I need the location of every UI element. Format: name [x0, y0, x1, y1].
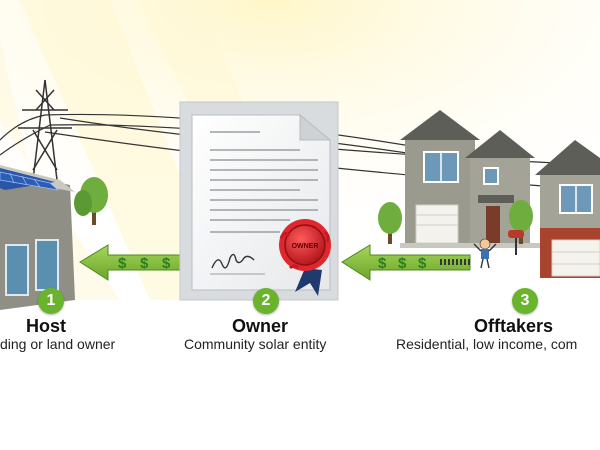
host-building — [0, 165, 75, 310]
step-subtitle-offtakers-wrapper: Residential, low income, com — [396, 336, 600, 356]
dollar-symbol: $ — [398, 255, 407, 272]
step-number-badge: 1 — [38, 288, 64, 314]
dollar-symbol: $ — [418, 255, 427, 272]
tree-icon — [378, 202, 402, 244]
tree-icon — [74, 177, 108, 225]
house-icon — [400, 110, 540, 248]
house-icon — [535, 140, 600, 278]
seal-label: OWNER — [292, 243, 319, 250]
seal-icon: OWNER — [279, 219, 331, 296]
mailbox-icon — [508, 230, 524, 255]
dollar-symbol: $ — [140, 255, 149, 272]
payment-arrow-to-owner: $ $ $ — [341, 244, 471, 281]
step-title-owner: Owner — [232, 316, 289, 336]
step-number-badge: 2 — [253, 288, 279, 314]
step-subtitle-host-wrapper: ding or land owner — [0, 336, 172, 356]
dollar-symbol: $ — [118, 255, 127, 272]
step-subtitle-owner: Community solar entity — [184, 336, 327, 352]
contract-document-icon: OWNER — [179, 101, 339, 301]
step-title-offtakers: Offtakers — [474, 316, 554, 336]
step-number-badge: 3 — [512, 288, 538, 314]
dollar-symbol: $ — [378, 255, 387, 272]
power-pylon-icon — [18, 79, 72, 206]
dollar-symbol: $ — [162, 255, 171, 272]
person-icon — [473, 238, 497, 269]
solar-panels-icon — [0, 171, 60, 191]
step-title-host: Host — [26, 316, 66, 336]
step-subtitle-offtakers: Residential, low income, com — [396, 336, 578, 352]
signature-icon — [211, 253, 255, 269]
step-subtitle-host: ding or land owner — [0, 336, 116, 352]
